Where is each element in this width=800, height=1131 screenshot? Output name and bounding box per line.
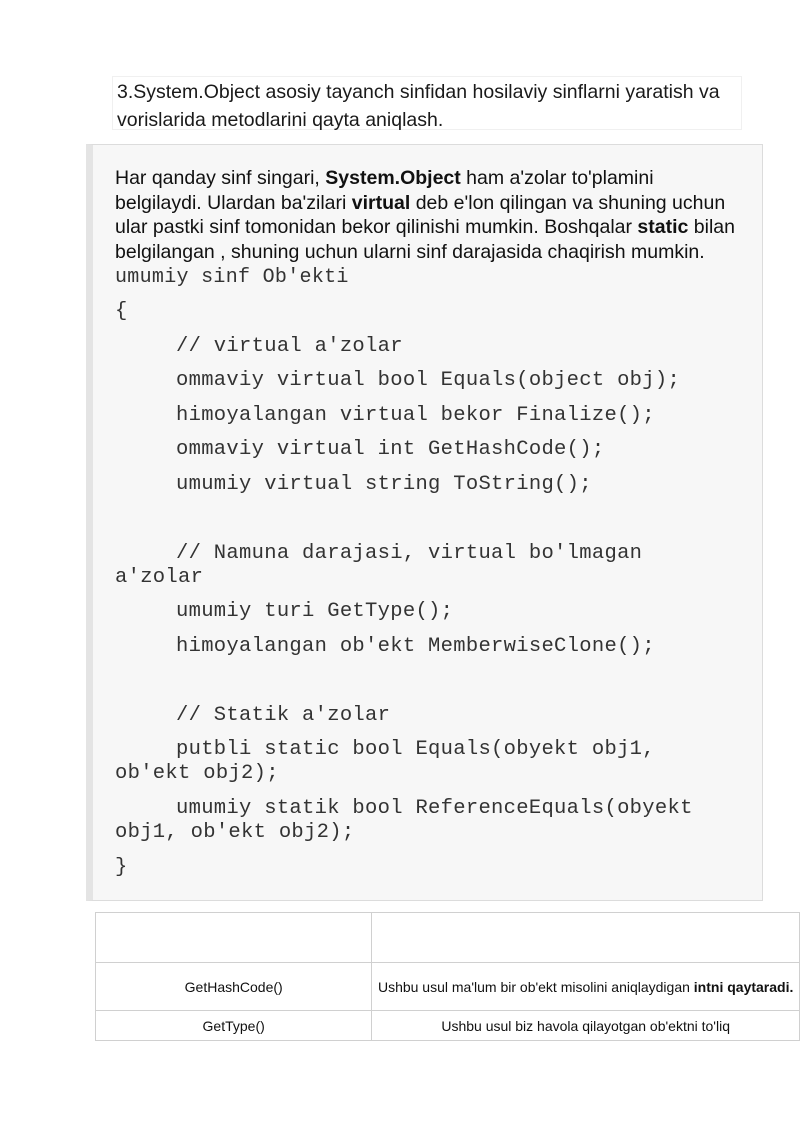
code-comment-instance: // Namuna darajasi, virtual bo'lmagan [176, 542, 643, 565]
table-cell-description: Ushbu usul ma'lum bir ob'ekt misolini an… [371, 962, 800, 1011]
bold-system-object: System.Object [325, 167, 461, 189]
intro-text: deb e'lon qilingan va shuning uchun ular… [115, 191, 726, 239]
table-cell-description [371, 912, 800, 963]
table-cell-method: GetHashCode() [94, 962, 373, 1011]
code-line-close-brace: } [115, 856, 128, 879]
code-line-gettype: umumiy turi GetType(); [176, 600, 454, 623]
intro-text: Har qanday sinf singari, [115, 167, 326, 189]
description-text: Ushbu usul ma'lum bir ob'ekt misolini an… [377, 978, 694, 995]
intro-text: bilan belgilangan , shuning uchun ularni… [115, 216, 735, 263]
description-bold: intni qaytaradi. [693, 978, 794, 995]
methods-table: GetHashCode() Ushbu usul ma'lum bir ob'e… [94, 912, 800, 1041]
code-comment-instance-wrap: a'zolar [115, 566, 204, 589]
code-block [86, 144, 763, 901]
code-line-finalize: himoyalangan virtual bekor Finalize(); [176, 404, 655, 427]
intro-text: ham a'zolar to'plamini belgilaydi. Ulard… [115, 167, 654, 214]
section-heading: 3.System.Object asosiy tayanch sinfidan … [112, 76, 742, 131]
code-line-open-brace: { [115, 300, 128, 323]
code-line-static-equals: putbli static bool Equals(obyekt obj1, [176, 738, 655, 761]
code-comment-virtual: // virtual a'zolar [176, 335, 403, 358]
table-cell-method [94, 912, 373, 963]
intro-paragraph: Har qanday sinf singari, System.Object h… [115, 166, 735, 291]
table-row: GetType() Ushbu usul biz havola qilayotg… [94, 1010, 800, 1041]
code-line-gethashcode: ommaviy virtual int GetHashCode(); [176, 438, 605, 461]
table-row: GetHashCode() Ushbu usul ma'lum bir ob'e… [94, 962, 800, 1011]
code-line-tostring: umumiy virtual string ToString(); [176, 473, 592, 496]
code-line-equals: ommaviy virtual bool Equals(object obj); [176, 369, 681, 392]
bold-static: static [637, 216, 689, 238]
table-row [94, 912, 800, 963]
bold-virtual: virtual [351, 191, 411, 214]
table-cell-method: GetType() [94, 1010, 373, 1041]
code-class-declaration: umumiy sinf Ob'ekti [115, 266, 349, 289]
code-comment-static: // Statik a'zolar [176, 704, 391, 727]
code-line-referenceequals-wrap: obj1, ob'ekt obj2); [115, 821, 355, 844]
code-line-referenceequals: umumiy statik bool ReferenceEquals(obyek… [176, 797, 693, 820]
code-line-memberwiseclone: himoyalangan ob'ekt MemberwiseClone(); [176, 635, 655, 658]
table-cell-description: Ushbu usul biz havola qilayotgan ob'ektn… [371, 1010, 800, 1041]
code-line-static-equals-wrap: ob'ekt obj2); [115, 762, 279, 785]
